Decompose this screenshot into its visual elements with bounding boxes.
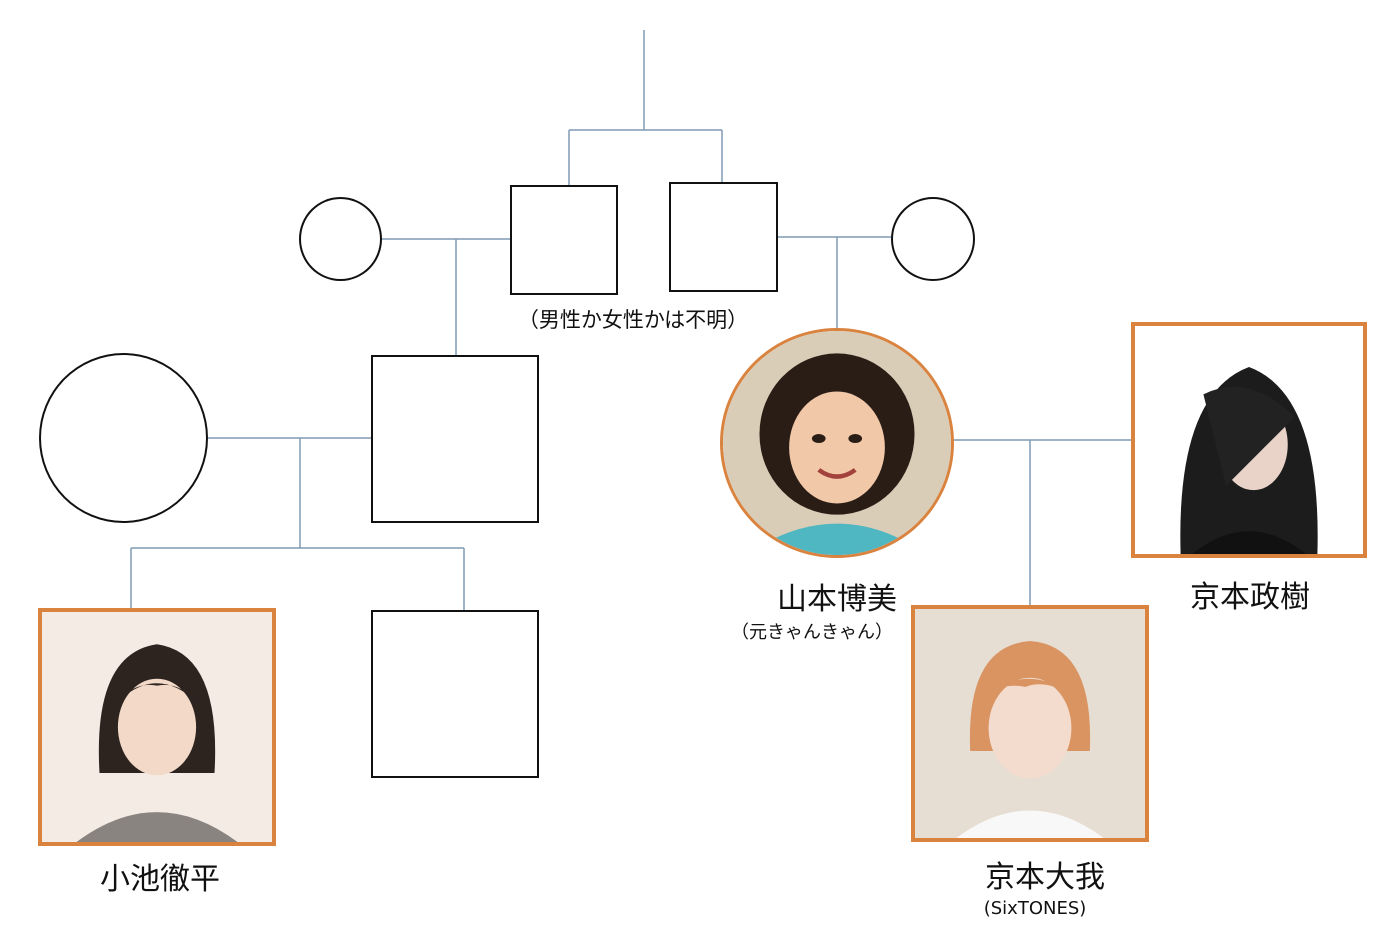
father-square <box>371 355 539 523</box>
person-photo-icon <box>915 609 1145 838</box>
yamamoto-hiromi-note: （元きゃんきゃん） <box>731 622 893 643</box>
kyomoto-taiga-note: (SixTONES) <box>983 898 1087 919</box>
grandmother-left-circle <box>299 197 382 281</box>
yamamoto-hiromi-photo <box>720 328 954 558</box>
unknown-gender-note: （男性か女性かは不明） <box>517 308 749 332</box>
grandparent-right-square <box>669 182 778 292</box>
grandparent-left-square <box>510 185 618 295</box>
person-photo-icon <box>723 331 951 555</box>
kyomoto-taiga-photo <box>911 605 1149 842</box>
kyomoto-masaki-photo <box>1131 322 1367 558</box>
person-photo-icon <box>1135 326 1363 554</box>
grandmother-right-circle <box>891 197 975 281</box>
kyomoto-masaki-name: 京本政樹 <box>1190 580 1310 615</box>
koike-teppei-name: 小池徹平 <box>100 862 220 897</box>
mother-circle <box>39 353 208 523</box>
kyomoto-taiga-name: 京本大我 <box>985 860 1105 895</box>
koike-teppei-photo <box>38 608 276 846</box>
yamamoto-hiromi-name: 山本博美 <box>777 582 897 617</box>
person-photo-icon <box>42 612 272 842</box>
sibling-square <box>371 610 539 778</box>
